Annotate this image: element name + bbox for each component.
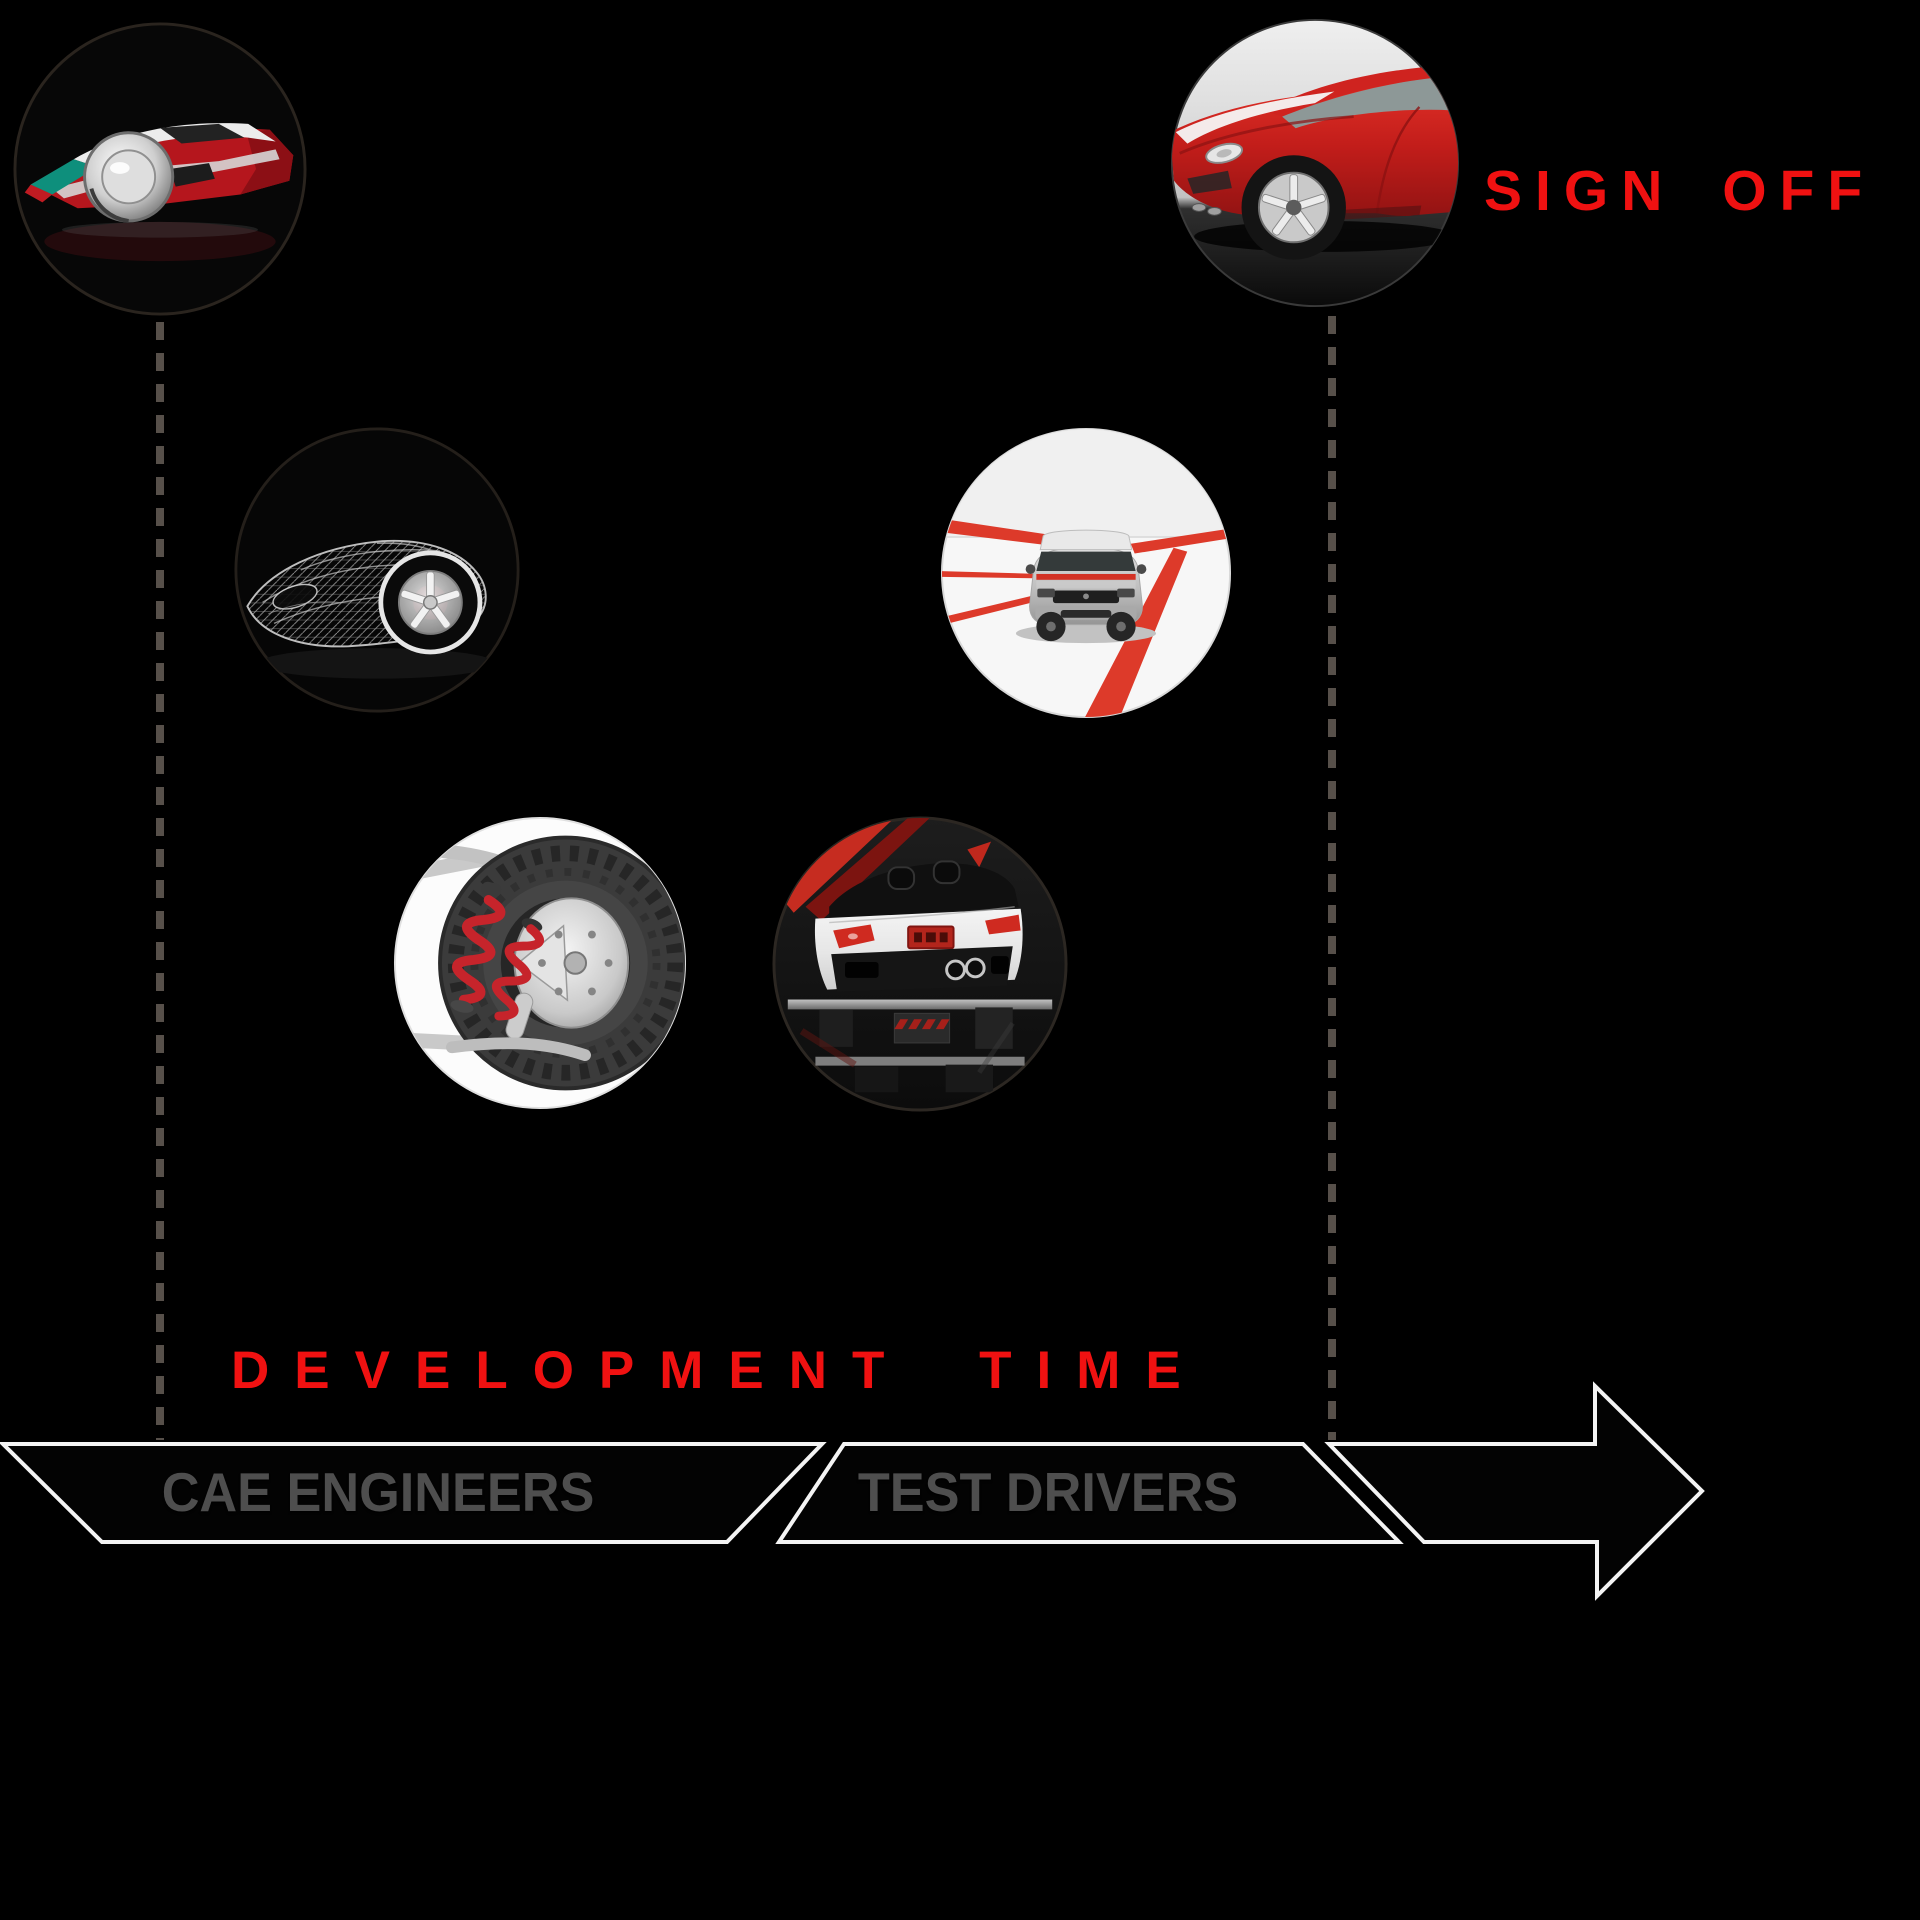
red-stripe xyxy=(773,817,897,913)
test-rig-illustration xyxy=(772,816,1068,1112)
coil-spring-right xyxy=(491,918,544,1021)
suv-roof xyxy=(1039,529,1133,551)
timeline-arrow-head xyxy=(1324,1381,1705,1601)
rear-fascia xyxy=(831,946,1013,992)
headlamp xyxy=(272,583,318,610)
suspension-assembly xyxy=(394,835,686,1091)
sign-off-car-illustration xyxy=(1170,18,1460,308)
red-coupe xyxy=(1171,64,1459,260)
concept-car xyxy=(24,123,294,262)
alloy-wheel xyxy=(378,550,483,655)
stage-circle-suspension-model xyxy=(393,816,687,1110)
exhaust-tip xyxy=(945,959,966,981)
cockpit xyxy=(829,863,1019,919)
cae-engineers-segment-label: CAE ENGINEERS xyxy=(161,1461,595,1523)
stage-circle-cae-wireframe xyxy=(234,427,520,713)
stage-circle-sign-off-car xyxy=(1170,18,1460,308)
car-on-lift xyxy=(773,817,1053,1093)
coil-spring-left xyxy=(450,881,506,1013)
sign-off-label: SIGN OFF xyxy=(1484,159,1876,223)
track-suv-illustration xyxy=(940,427,1232,719)
stage-circle-concept-sketch xyxy=(13,22,307,316)
red-bonnet-stripe xyxy=(1036,573,1136,580)
rear-wheel xyxy=(1241,155,1346,260)
test-drivers-segment-label: TEST DRIVERS xyxy=(857,1461,1239,1523)
exhaust-tip xyxy=(964,957,986,979)
deck-highlight xyxy=(1175,91,1335,144)
suspension-illustration xyxy=(393,816,687,1110)
wireframe-car-illustration xyxy=(234,427,520,713)
safety-hatch-stripe xyxy=(894,1019,950,1030)
tail-light-right xyxy=(985,914,1021,935)
wireframe-car xyxy=(246,539,497,679)
windshield xyxy=(160,123,245,144)
development-time-axis-label: DEVELOPMENT TIME xyxy=(231,1341,1206,1400)
lift-rail xyxy=(787,999,1053,1010)
concept-car-illustration xyxy=(13,22,307,316)
rear-window xyxy=(1282,76,1459,129)
teal-accent xyxy=(30,159,98,195)
stage-circle-track-testing xyxy=(940,427,1232,719)
stage-circle-chassis-test-rig xyxy=(772,816,1068,1112)
windshield xyxy=(1036,551,1136,572)
